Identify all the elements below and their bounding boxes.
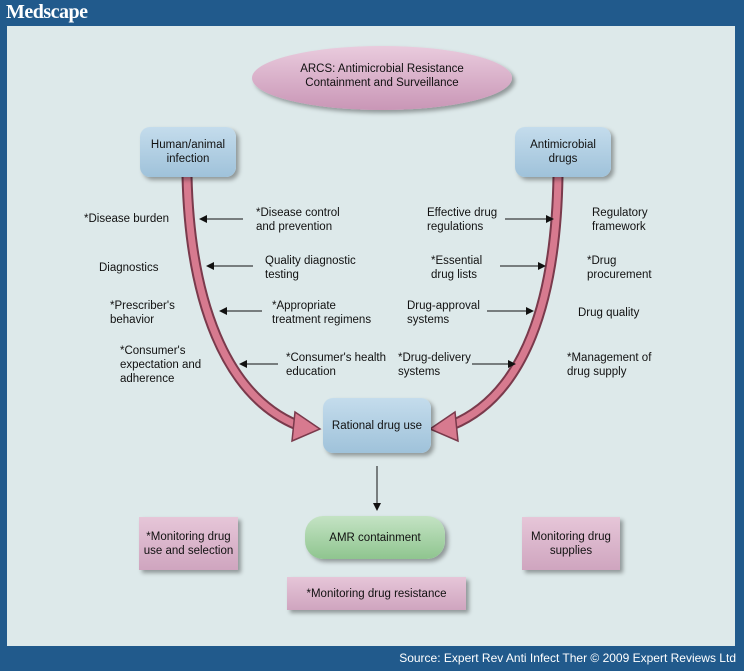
right-intervention-2: *Essential drug lists — [431, 255, 483, 281]
right-outcome-1: Regulatory framework — [592, 207, 648, 233]
left-outcome-3: *Prescriber's behavior — [110, 300, 175, 326]
antimicrobial-drugs-node: Antimicrobial drugs — [515, 127, 611, 177]
left-intervention-2: Quality diagnostic testing — [265, 255, 356, 281]
monitoring-use-selection-box: *Monitoring drug use and selection — [139, 517, 238, 570]
left-intervention-4: *Consumer's health education — [286, 352, 386, 378]
footer-bar: Source: Expert Rev Anti Infect Ther © 20… — [0, 646, 744, 671]
title-line-1: ARCS: Antimicrobial Resistance — [300, 63, 464, 75]
left-intervention-3: *Appropriate treatment regimens — [272, 300, 372, 326]
right-intervention-4: *Drug-delivery systems — [398, 352, 471, 378]
left-outcome-1: *Disease burden — [84, 213, 170, 225]
header-bar: Medscape — [0, 0, 744, 26]
right-intervention-1: Effective drug regulations — [427, 207, 498, 233]
medscape-logo[interactable]: Medscape — [6, 1, 88, 23]
right-outcome-4: *Management of drug supply — [567, 352, 652, 378]
amr-containment-node: AMR containment — [305, 516, 445, 559]
title-ellipse — [252, 46, 512, 110]
monitoring-supplies-box: Monitoring drug supplies — [522, 517, 620, 570]
right-intervention-3: Drug-approval systems — [407, 300, 480, 326]
rational-drug-use-node: Rational drug use — [323, 398, 431, 453]
left-arrowhead — [291, 410, 322, 443]
left-outcome-4: *Consumer's expectation and adherence — [120, 345, 202, 385]
right-arrowhead — [428, 410, 459, 443]
left-intervention-1: *Disease control and prevention — [256, 207, 340, 233]
source-credit: Source: Expert Rev Anti Infect Ther © 20… — [399, 651, 736, 665]
left-outcome-2: Diagnostics — [99, 262, 159, 274]
right-outcome-3: Drug quality — [578, 307, 640, 319]
right-outcome-2: *Drug procurement — [587, 255, 652, 281]
monitoring-resistance-box: *Monitoring drug resistance — [287, 577, 466, 610]
human-animal-infection-node: Human/animal infection — [140, 127, 236, 177]
title-line-2: Containment and Surveillance — [305, 77, 459, 89]
